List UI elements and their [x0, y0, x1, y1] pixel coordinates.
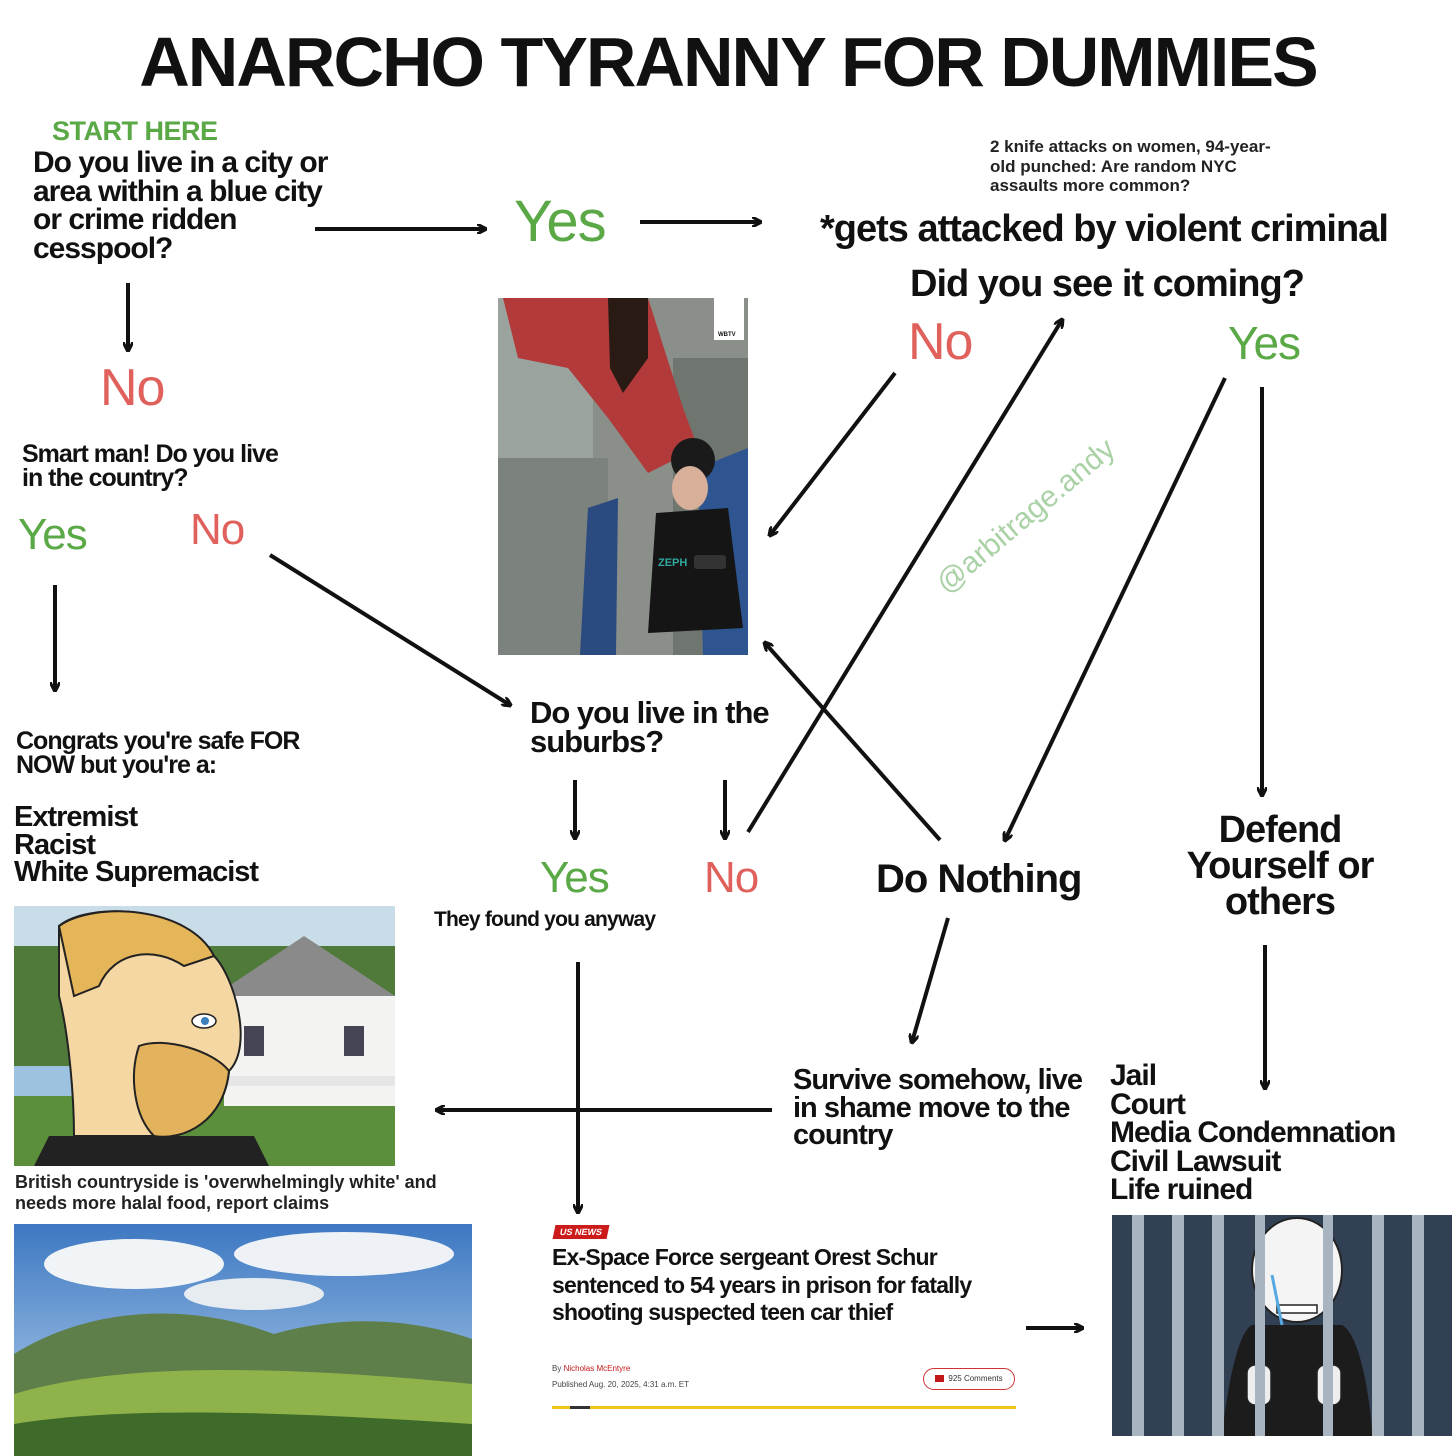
answer-no-city: No — [100, 359, 165, 417]
tv-logo: WBTV — [718, 332, 736, 338]
do-nothing-option: Do Nothing — [876, 857, 1082, 901]
news-headline: Ex-Space Force sergeant Orest Schur sent… — [552, 1244, 972, 1326]
arrow-do-nothing-to-survive — [912, 917, 950, 1042]
label-list: Extremist Racist White Supremacist — [14, 801, 259, 889]
news-published: Published Aug. 20, 2025, 4:31 a.m. ET — [552, 1380, 689, 1389]
news-divider — [552, 1406, 1016, 1409]
answer-no-suburbs: No — [704, 853, 759, 902]
arrow-country-no-to-suburbs — [268, 553, 510, 705]
jail-wojak-image — [1112, 1215, 1452, 1436]
news-author: Nicholas McEntyre — [563, 1364, 631, 1373]
news-article-card: US NEWS Ex-Space Force sergeant Orest Sc… — [540, 1222, 1026, 1418]
answer-yes-country: Yes — [18, 510, 88, 559]
question-country: Smart man! Do you live in the country? — [22, 440, 279, 492]
question-suburbs: Do you live in the suburbs? — [530, 695, 770, 760]
answer-yes-see: Yes — [1228, 317, 1301, 369]
answer-yes-suburbs: Yes — [540, 853, 610, 902]
question-see-coming: Did you see it coming? — [910, 263, 1305, 305]
found-you-anyway: They found you anyway — [434, 908, 656, 931]
arrow-no-back-to-question — [746, 320, 1062, 834]
answer-yes-city: Yes — [514, 189, 607, 254]
comment-icon — [935, 1375, 945, 1383]
answer-no-see: No — [908, 313, 973, 371]
label-white-supremacist: White Supremacist — [14, 856, 259, 889]
news-badge: US NEWS — [552, 1225, 610, 1239]
consequence-life-ruined: Life ruined — [1110, 1173, 1253, 1206]
answer-no-country: No — [190, 505, 245, 554]
start-label: START HERE — [52, 116, 218, 146]
question-city: Do you live in a city or area within a b… — [33, 146, 328, 265]
comments-button[interactable]: 925 Comments — [923, 1368, 1015, 1390]
headline-nyc: 2 knife attacks on women, 94-year-old pu… — [990, 137, 1271, 196]
consequence-media: Media Condemnation — [1110, 1116, 1396, 1149]
chad-house-image — [14, 906, 395, 1166]
safe-result: Congrats you're safe FOR NOW but you're … — [16, 727, 300, 779]
bus-attack-photo: ZEPH WBTV — [498, 298, 748, 655]
countryside-photo — [14, 1224, 472, 1456]
page-title: ANARCHO TYRANNY FOR DUMMIES — [139, 23, 1319, 101]
attack-event: *gets attacked by violent criminal — [820, 208, 1389, 250]
defend-option: Defend Yourself or others — [1186, 809, 1375, 924]
shirt-text: ZEPH — [658, 557, 687, 569]
survive-result: Survive somehow, live in shame move to t… — [793, 1064, 1083, 1152]
news-byline: By Nicholas McEntyre — [552, 1364, 630, 1373]
headline-british: British countryside is 'overwhelmingly w… — [15, 1172, 437, 1213]
label-extremist: Extremist — [14, 801, 138, 833]
consequence-list: Jail Court Media Condemnation Civil Laws… — [1110, 1059, 1396, 1206]
comments-count: 925 Comments — [948, 1374, 1003, 1383]
label-racist: Racist — [14, 828, 96, 861]
consequence-lawsuit: Civil Lawsuit — [1110, 1144, 1281, 1178]
arrow-see-no-to-photo — [770, 371, 897, 535]
byline-prefix: By — [552, 1364, 562, 1373]
arrow-do-nothing-to-photo — [765, 643, 942, 842]
consequence-jail: Jail — [1110, 1059, 1157, 1092]
arrow-see-yes-to-do-nothing — [1005, 377, 1227, 840]
consequence-court: Court — [1110, 1087, 1186, 1121]
